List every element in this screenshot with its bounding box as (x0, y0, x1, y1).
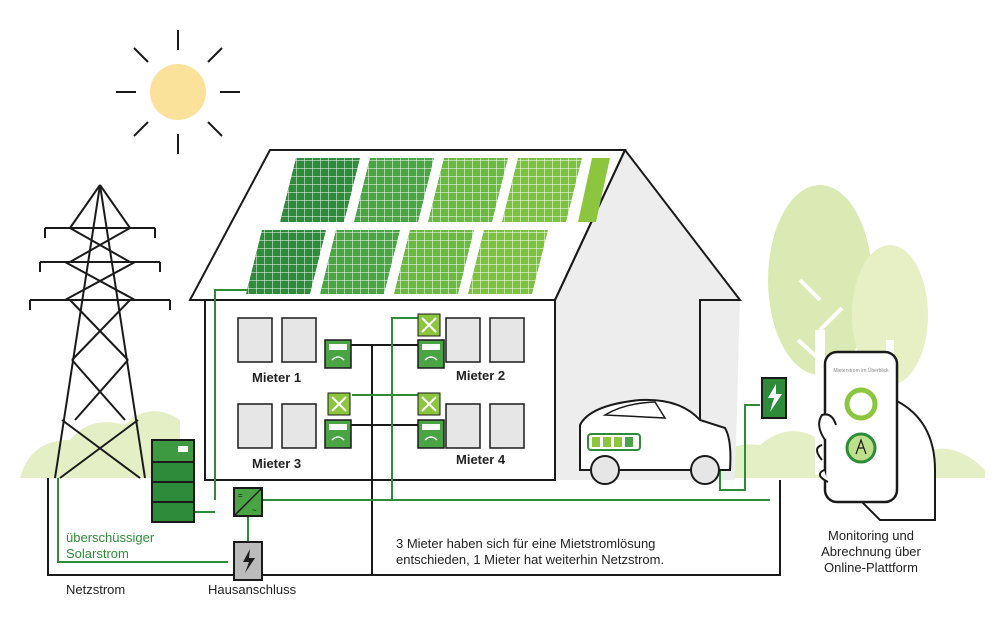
solar-panel (354, 158, 434, 222)
svg-text:=: = (238, 491, 243, 500)
smart-hub-icon (417, 392, 441, 416)
solar-panel (280, 158, 360, 222)
electric-car-icon (579, 398, 732, 485)
windows (237, 317, 525, 449)
surplus-solar-label-line2: Solarstrom (66, 546, 129, 561)
battery-storage-icon (151, 439, 195, 523)
solar-panel (468, 230, 548, 294)
grid-power-lines (47, 344, 781, 576)
tenant-1-label: Mieter 1 (252, 370, 302, 385)
smartphone-icon: Mieterstrom im Überblick (816, 350, 936, 521)
solar-panel (246, 230, 326, 294)
solar-panels (246, 158, 610, 294)
tenant-4-label: Mieter 4 (456, 452, 506, 467)
monitoring-line2: Abrechnung über (821, 544, 921, 559)
solar-panel (428, 158, 508, 222)
surplus-solar-label-line1: überschüssiger (66, 530, 155, 545)
power-pylon-icon (29, 184, 171, 479)
sun-icon (116, 30, 240, 154)
tenant-3-label: Mieter 3 (252, 456, 302, 471)
monitoring-line1: Monitoring und (828, 528, 914, 543)
smart-hub-icon (417, 313, 441, 337)
meter-icon (324, 419, 352, 449)
grid-power-label: Netzstrom (66, 582, 126, 597)
phone-screen-title: Mieterstrom im Überblick (833, 367, 889, 374)
meter-icon (324, 339, 352, 369)
inverter-icon: = ~ (233, 487, 263, 517)
monitoring-line3: Online-Plattform (824, 560, 918, 575)
solar-panel (394, 230, 474, 294)
solar-panel (320, 230, 400, 294)
wallbox-icon (761, 377, 787, 419)
meter-icon (417, 419, 445, 449)
house-connection-icon (233, 541, 263, 581)
tenant-2-label: Mieter 2 (456, 368, 506, 383)
caption-line2: entschieden, 1 Mieter hat weiterhin Netz… (396, 552, 665, 567)
svg-text:~: ~ (252, 506, 257, 515)
solar-panel (502, 158, 582, 222)
smart-hub-icon (327, 392, 351, 416)
house-connection-label: Hausanschluss (208, 582, 297, 597)
caption-line1: 3 Mieter haben sich für eine Mietstromlö… (396, 536, 656, 551)
meter-icon (417, 339, 445, 369)
solar-panel (578, 158, 610, 222)
